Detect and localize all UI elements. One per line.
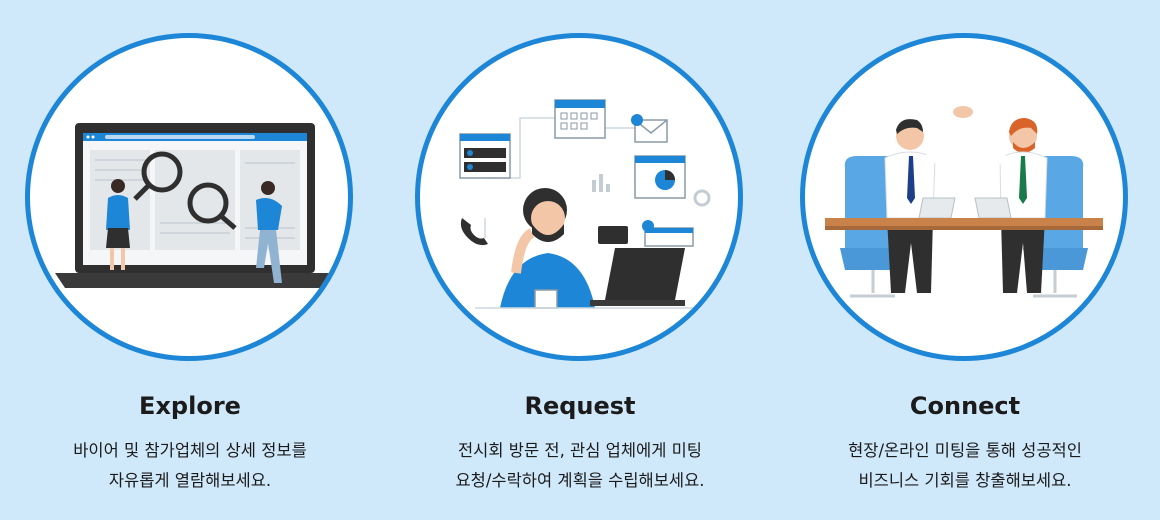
feature-card-request: Request 전시회 방문 전, 관심 업체에게 미팅 요청/수락하여 계획을… [410, 0, 750, 520]
explore-illustration-circle [25, 33, 353, 361]
feature-description: 바이어 및 참가업체의 상세 정보를 자유롭게 열람해보세요. [20, 436, 360, 496]
description-line: 현장/온라인 미팅을 통해 성공적인 [848, 441, 1082, 460]
description-line: 요청/수락하여 계획을 수립해보세요. [455, 471, 705, 490]
call-schedule-illustration [459, 99, 711, 309]
feature-title: Connect [909, 392, 1021, 420]
feature-title: Request [524, 392, 636, 420]
feature-card-connect: Connect 현장/온라인 미팅을 통해 성공적인 비즈니스 기회를 창출해보… [795, 0, 1135, 520]
description-line: 바이어 및 참가업체의 상세 정보를 [73, 441, 307, 460]
laptop-magnifier-illustration [55, 123, 335, 288]
high-five-meeting-illustration [825, 106, 1103, 298]
description-line: 자유롭게 열람해보세요. [108, 471, 272, 490]
feature-description: 현장/온라인 미팅을 통해 성공적인 비즈니스 기회를 창출해보세요. [795, 436, 1135, 496]
description-line: 전시회 방문 전, 관심 업체에게 미팅 [458, 441, 702, 460]
description-line: 비즈니스 기회를 창출해보세요. [858, 471, 1072, 490]
request-illustration-circle [415, 33, 743, 361]
feature-title: Explore [139, 392, 241, 420]
feature-card-explore: Explore 바이어 및 참가업체의 상세 정보를 자유롭게 열람해보세요. [20, 0, 360, 520]
connect-illustration-circle [800, 33, 1128, 361]
feature-description: 전시회 방문 전, 관심 업체에게 미팅 요청/수락하여 계획을 수립해보세요. [410, 436, 750, 496]
